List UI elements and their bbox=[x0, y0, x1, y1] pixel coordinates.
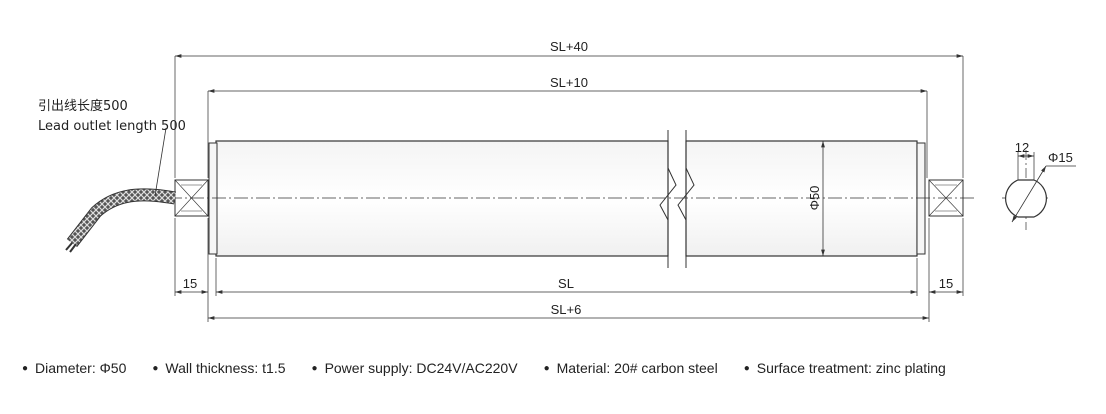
dimension-right-15: 15 bbox=[928, 218, 964, 322]
dimension-roller: SL+10 bbox=[207, 75, 928, 178]
dim-label-left-shaft: 15 bbox=[183, 276, 197, 291]
dim-label-roller: SL+10 bbox=[550, 75, 588, 90]
bullet-icon: ● bbox=[152, 362, 159, 374]
spec-item: ●Power supply: DC24V/AC220V bbox=[311, 360, 518, 376]
dimension-sl: SL bbox=[215, 258, 918, 296]
dimension-left-15: 15 bbox=[174, 218, 209, 322]
dim-label-section-diameter: Φ15 bbox=[1048, 150, 1073, 165]
lead-label-cn: 引出线长度500 bbox=[38, 98, 128, 114]
spec-list: ●Diameter: Φ50 ●Wall thickness: t1.5 ●Po… bbox=[22, 360, 946, 376]
roller-tube bbox=[208, 130, 926, 270]
bullet-icon: ● bbox=[311, 362, 318, 374]
dim-label-diameter: Φ50 bbox=[807, 186, 822, 211]
dim-label-tube: SL bbox=[558, 276, 574, 291]
spec-item: ●Surface treatment: zinc plating bbox=[743, 360, 946, 376]
spec-item: ●Wall thickness: t1.5 bbox=[152, 360, 286, 376]
lead-label-en: Lead outlet length 500 bbox=[38, 119, 186, 134]
spec-item: ●Diameter: Φ50 bbox=[22, 360, 127, 376]
dimension-diameter: Φ50 bbox=[807, 141, 825, 256]
shaft-section: 12 Φ15 bbox=[1002, 140, 1076, 230]
bullet-icon: ● bbox=[743, 362, 750, 374]
dimension-overall: SL+40 bbox=[174, 39, 964, 178]
lead-wire bbox=[65, 127, 177, 253]
spec-item: ●Material: 20# carbon steel bbox=[543, 360, 718, 376]
bullet-icon: ● bbox=[543, 362, 550, 374]
dimension-sl-plus-6: SL+6 bbox=[208, 302, 929, 320]
bullet-icon: ● bbox=[22, 362, 29, 374]
dim-label-right-shaft: 15 bbox=[939, 276, 953, 291]
dim-label-section-width: 12 bbox=[1015, 140, 1029, 155]
dim-label-tube-plus: SL+6 bbox=[551, 302, 582, 317]
dim-label-overall: SL+40 bbox=[550, 39, 588, 54]
